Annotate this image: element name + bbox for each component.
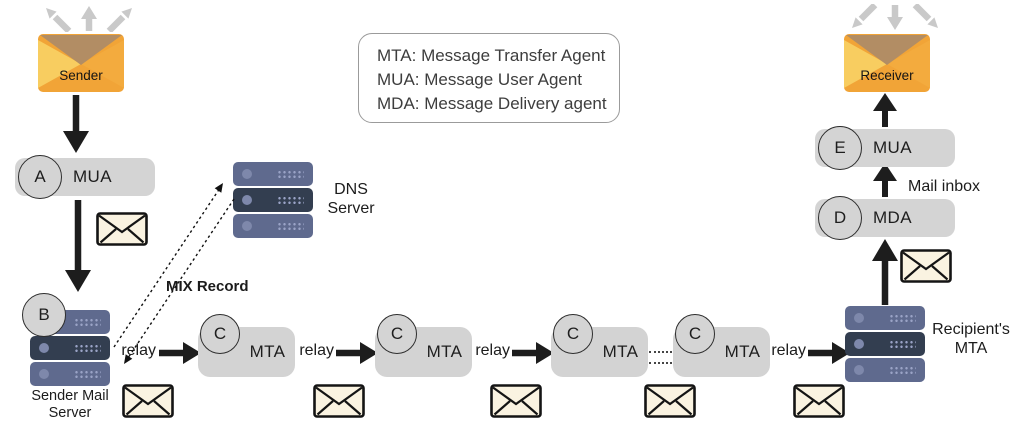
sender-mail-server-label: Sender Mail Server [31,388,109,422]
node-mua-sender: A MUA [15,155,155,199]
node-mda-label: MDA [873,208,912,227]
node-mta-3-label: MTA [602,342,639,361]
message-envelope-icon [490,384,542,418]
legend-line-mua: MUA: Message User Agent [377,69,583,89]
arrow-mda-to-mua [873,163,897,197]
node-mta-1: C MTA [198,314,295,377]
node-mta-1-label: MTA [249,342,286,361]
legend-line-mta: MTA: Message Transfer Agent [377,46,606,65]
incoming-arrows-icon [842,4,948,32]
server-unit [30,362,110,386]
server-unit [233,214,313,238]
sender-envelope-icon [38,34,124,92]
node-mta-4: C MTA [673,314,770,377]
arrow-sender-to-mua [63,95,89,153]
server-unit [845,332,925,356]
dns-server-icon [233,162,313,238]
arrow-mua-to-mailserver [65,200,91,292]
mix-record-label: MIX Record [166,278,249,295]
badge-b: B [22,293,66,337]
arrow-mua-to-receiver [873,93,897,127]
message-envelope-icon [644,384,696,418]
node-mda: D MDA [815,196,955,240]
sender-label: Sender [59,68,103,83]
relay-label-2: relay [299,342,334,359]
badge-c-3: C [553,314,593,354]
badge-c-2: C [377,314,417,354]
dns-query-arrows [113,183,235,364]
node-mta-3: C MTA [551,314,648,377]
relay-label-3: relay [475,342,510,359]
relay-arrow-1 [159,342,201,364]
node-mta-2: C MTA [375,314,472,377]
chain-continuation-dots [649,362,676,364]
message-envelope-icon [122,384,174,418]
relay-label-4: relay [771,342,806,359]
message-envelope-icon [793,384,845,418]
node-mua-receiver-label: MUA [873,138,912,157]
message-envelope-icon [900,249,952,283]
server-unit [845,358,925,382]
dns-server-label: DNS Server [327,181,375,218]
recipient-mta-server-icon [845,306,925,382]
badge-e: E [818,126,862,170]
badge-d: D [818,196,862,240]
server-unit [30,336,110,360]
message-envelope-icon [313,384,365,418]
arrow-server-to-mda [872,239,898,305]
server-unit [845,306,925,330]
badge-c-4: C [675,314,715,354]
relay-arrow-3 [512,342,554,364]
legend-line-mda: MDA: Message Delivery agent [377,93,607,113]
relay-arrow-4 [808,342,850,364]
node-mta-4-label: MTA [724,342,761,361]
server-unit [233,162,313,186]
mail-inbox-label: Mail inbox [908,178,981,195]
node-mua-receiver: E MUA [815,126,955,170]
relay-arrow-2 [336,342,378,364]
receiver-envelope-icon [844,34,930,92]
outgoing-arrows-icon [36,4,142,32]
recipient-mta-label: Recipient's MTA [932,321,1010,358]
legend-box: MTA: Message Transfer Agent MUA: Message… [358,33,620,123]
badge-c-1: C [200,314,240,354]
node-mta-2-label: MTA [426,342,463,361]
badge-a: A [18,155,62,199]
chain-continuation-dots [649,351,676,353]
server-unit [233,188,313,212]
relay-label-1: relay [121,342,156,359]
node-mua-sender-label: MUA [73,167,112,186]
receiver-label: Receiver [860,68,914,83]
